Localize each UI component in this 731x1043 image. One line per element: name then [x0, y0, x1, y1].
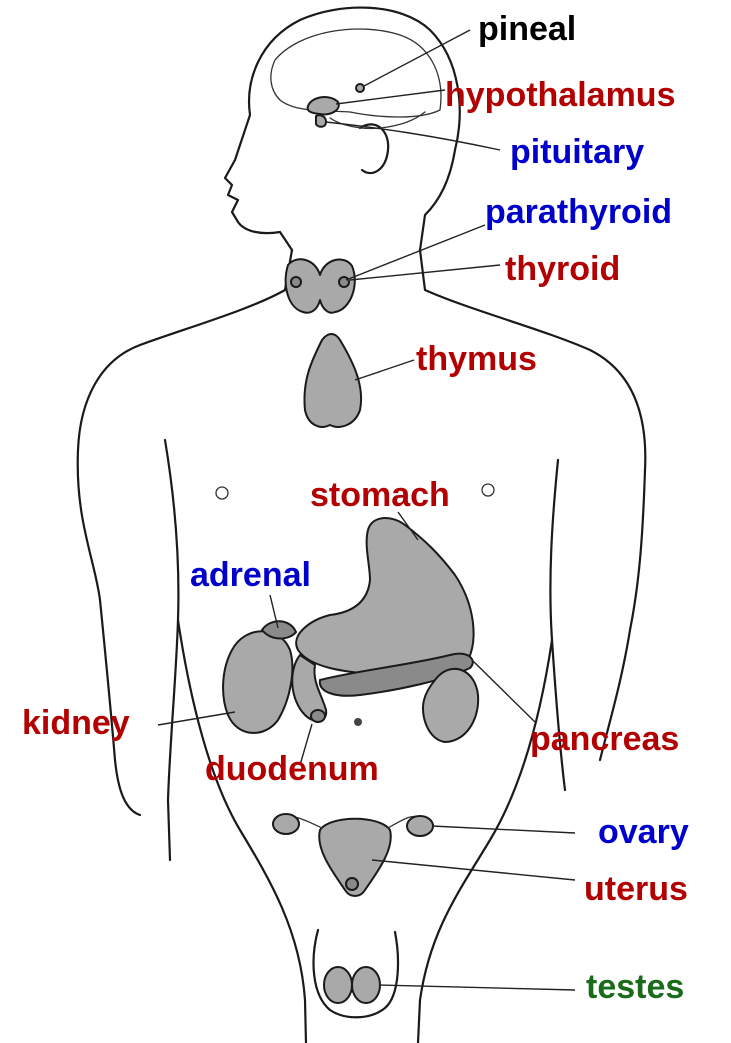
parathyroid-organ — [339, 277, 349, 287]
thyroid-leader — [350, 265, 500, 280]
stomach-organ — [296, 518, 473, 677]
label-ovary: ovary — [598, 815, 689, 849]
hypothalamus-organ — [308, 97, 339, 114]
label-uterus: uterus — [584, 872, 688, 906]
label-stomach: stomach — [310, 478, 450, 512]
pineal-gland — [356, 84, 364, 92]
parathyroid-leader — [346, 225, 485, 280]
right-nipple — [482, 484, 494, 496]
thymus-leader — [355, 360, 414, 380]
left-arm-inner — [165, 440, 178, 860]
thymus-organ — [304, 334, 361, 427]
pituitary-organ — [316, 115, 326, 127]
ovary-leader — [432, 826, 575, 833]
left-ovary-organ — [273, 814, 299, 834]
left-kidney — [223, 631, 292, 733]
label-pituitary: pituitary — [510, 135, 644, 169]
label-pancreas: pancreas — [530, 722, 679, 756]
label-thyroid: thyroid — [505, 252, 620, 286]
testes-leader — [380, 985, 575, 990]
uterus-leader — [372, 860, 575, 880]
label-adrenal: adrenal — [190, 558, 311, 592]
left-nipple — [216, 487, 228, 499]
right-ovary-organ — [407, 816, 433, 836]
duodenum-opening — [311, 710, 325, 722]
label-duodenum: duodenum — [205, 752, 379, 786]
navel — [354, 718, 362, 726]
cervix — [346, 878, 358, 890]
label-pineal: pineal — [478, 12, 576, 46]
label-parathyroid: parathyroid — [485, 195, 672, 229]
brain-outline — [271, 29, 441, 117]
testis-right-organ — [352, 967, 380, 1003]
head-outline — [225, 8, 460, 250]
hypothalamus-leader — [336, 90, 445, 104]
ear-outline — [360, 124, 388, 173]
testis-left-organ — [324, 967, 352, 1003]
label-thymus: thymus — [416, 342, 537, 376]
label-testes: testes — [586, 970, 684, 1004]
parathyroid-organ-2 — [291, 277, 301, 287]
pancreas-leader — [472, 660, 535, 722]
label-hypothalamus: hypothalamus — [445, 78, 675, 112]
label-kidney: kidney — [22, 706, 130, 740]
